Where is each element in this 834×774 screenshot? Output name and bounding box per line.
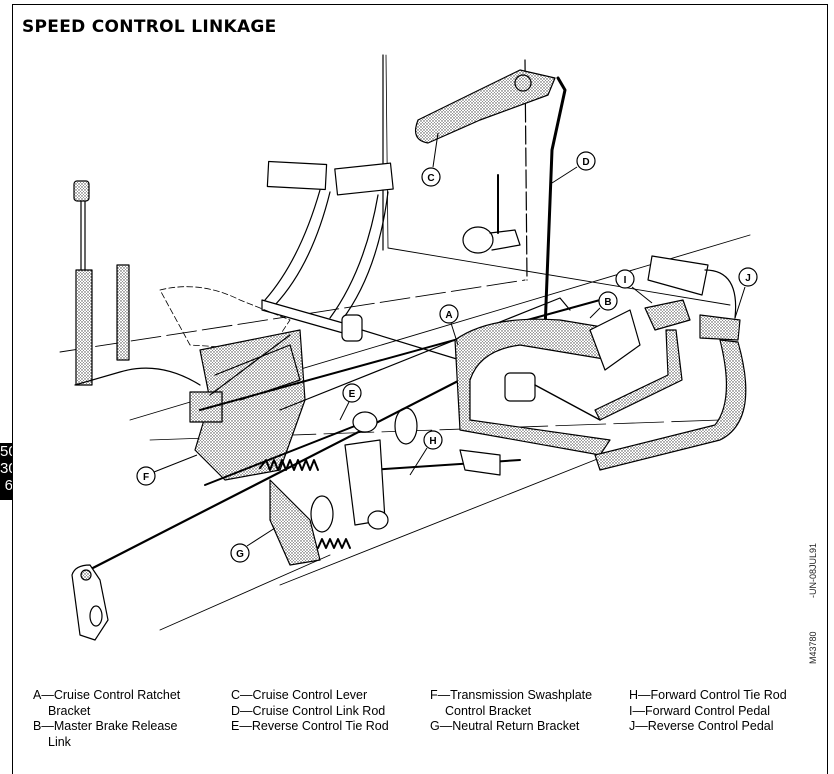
knob	[462, 226, 494, 254]
section-tab-line: 6	[4, 477, 12, 494]
section-tab-line: 50	[0, 443, 12, 460]
legend-column-2: C—Cruise Control Lever D—Cruise Control …	[231, 688, 389, 735]
legend-column-1: A—Cruise Control Ratchet Bracket B—Maste…	[33, 688, 180, 750]
brake-release-link	[589, 309, 641, 371]
callout-j: J	[734, 267, 758, 319]
page-frame	[12, 4, 828, 774]
legend-item-c: C—Cruise Control Lever	[231, 688, 368, 702]
callout-i: I	[615, 269, 653, 304]
svg-text:I: I	[624, 275, 627, 286]
svg-text:D: D	[582, 157, 589, 168]
legend-item-b-cont: Link	[48, 734, 71, 749]
forward-control-pedal	[594, 299, 691, 421]
legend-item-b: B—Master Brake Release	[33, 719, 178, 733]
svg-text:B: B	[604, 297, 611, 308]
legend-item-d: D—Cruise Control Link Rod	[231, 703, 386, 718]
control-arm	[71, 564, 109, 641]
cruise-control-lever	[415, 69, 556, 144]
swashplate-control-bracket	[189, 329, 306, 481]
legend-item-a-cont: Bracket	[48, 703, 91, 718]
svg-text:G: G	[236, 549, 244, 560]
legend-item-h: H—Forward Control Tie Rod	[629, 688, 787, 702]
callout-f: F	[136, 454, 198, 486]
svg-text:A: A	[445, 310, 452, 321]
svg-text:F: F	[143, 472, 149, 483]
legend-item-j: J—Reverse Control Pedal	[629, 719, 774, 733]
callout-e: E	[339, 383, 362, 421]
legend-column-4: H—Forward Control Tie Rod I—Forward Cont…	[629, 688, 787, 735]
svg-text:C: C	[427, 173, 434, 184]
callout-d: D	[551, 151, 596, 184]
ratchet-bracket	[454, 318, 621, 476]
callout-b: B	[589, 291, 618, 319]
legend-column-3: F—Transmission Swashplate Control Bracke…	[430, 688, 592, 735]
neutral-return-bracket	[269, 479, 321, 566]
reverse-control-tie-rod	[199, 299, 601, 411]
legend-item-f: F—Transmission Swashplate	[430, 688, 593, 702]
svg-text:H: H	[429, 436, 436, 447]
date-code: -UN-08JUL91	[808, 542, 818, 598]
callout-a: A	[439, 304, 459, 346]
reverse-control-pedal	[594, 255, 747, 471]
long-tie-rod	[83, 378, 462, 574]
legend-item-i: I—Forward Control Pedal	[629, 703, 771, 718]
callout-c: C	[421, 132, 441, 187]
legend-item-g: G—Neutral Return Bracket	[430, 719, 580, 733]
legend-item-f-cont: Control Bracket	[445, 703, 532, 718]
brake-pedals	[261, 160, 461, 361]
page-title: SPEED CONTROL LINKAGE	[22, 17, 277, 37]
section-tab: 50 30 6	[0, 443, 12, 500]
svg-text:E: E	[349, 389, 356, 400]
brake-release-assembly	[73, 180, 291, 386]
section-tab-line: 30	[0, 460, 12, 477]
callout-g: G	[230, 527, 276, 563]
legend-item-a: A—Cruise Control Ratchet	[33, 688, 181, 702]
legend-item-e: E—Reverse Control Tie Rod	[231, 719, 389, 733]
linkage-diagram: C D A B I J E	[59, 54, 758, 641]
cruise-control-link-rod	[543, 76, 567, 332]
callout-h: H	[409, 430, 443, 476]
figure-number: M43780	[808, 631, 818, 664]
svg-text:J: J	[745, 273, 751, 284]
